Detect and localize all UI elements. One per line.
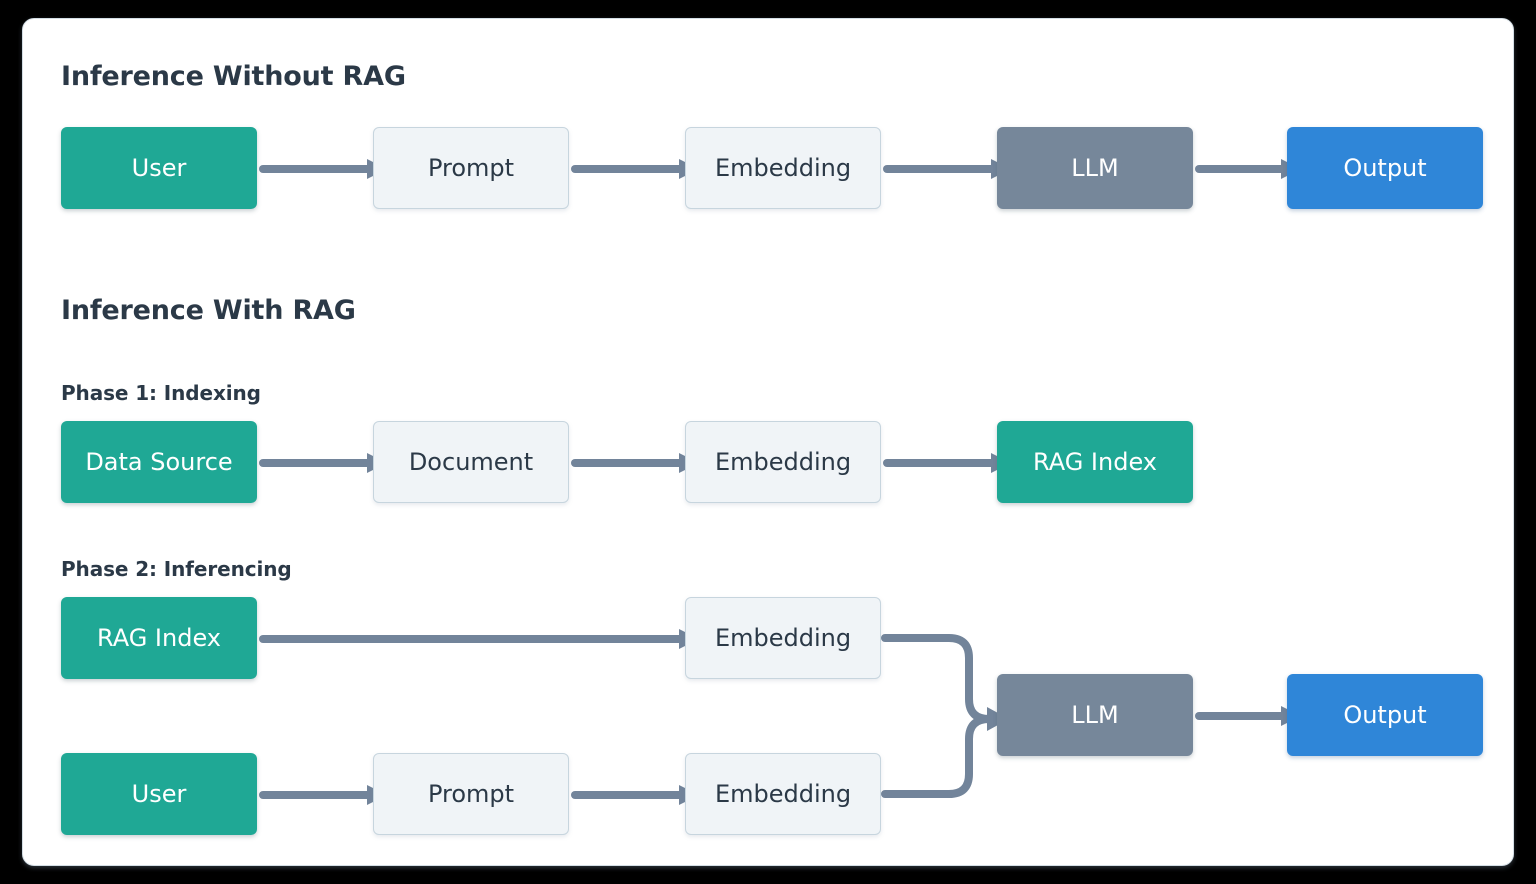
node-user-rag[interactable]: User xyxy=(61,753,257,835)
node-rag-index-inferencing[interactable]: RAG Index xyxy=(61,597,257,679)
arrow-rag-index-to-embedding-top xyxy=(259,629,699,649)
node-prompt-rag[interactable]: Prompt xyxy=(373,753,569,835)
node-prompt-no-rag[interactable]: Prompt xyxy=(373,127,569,209)
node-embedding-rag-top[interactable]: Embedding xyxy=(685,597,881,679)
node-rag-index-indexing[interactable]: RAG Index xyxy=(997,421,1193,503)
section-heading-without-rag: Inference Without RAG xyxy=(61,61,406,92)
node-embedding-no-rag[interactable]: Embedding xyxy=(685,127,881,209)
node-data-source[interactable]: Data Source xyxy=(61,421,257,503)
node-embedding-rag-bottom[interactable]: Embedding xyxy=(685,753,881,835)
diagram-card: Inference Without RAG User Prompt Embedd… xyxy=(22,18,1514,866)
node-document[interactable]: Document xyxy=(373,421,569,503)
node-output-no-rag[interactable]: Output xyxy=(1287,127,1483,209)
node-user-no-rag[interactable]: User xyxy=(61,127,257,209)
node-llm-no-rag[interactable]: LLM xyxy=(997,127,1193,209)
node-embedding-indexing[interactable]: Embedding xyxy=(685,421,881,503)
phase-2-heading: Phase 2: Inferencing xyxy=(61,557,292,581)
node-output-rag[interactable]: Output xyxy=(1287,674,1483,756)
phase-1-heading: Phase 1: Indexing xyxy=(61,381,261,405)
section-heading-with-rag: Inference With RAG xyxy=(61,295,356,326)
node-llm-rag[interactable]: LLM xyxy=(997,674,1193,756)
